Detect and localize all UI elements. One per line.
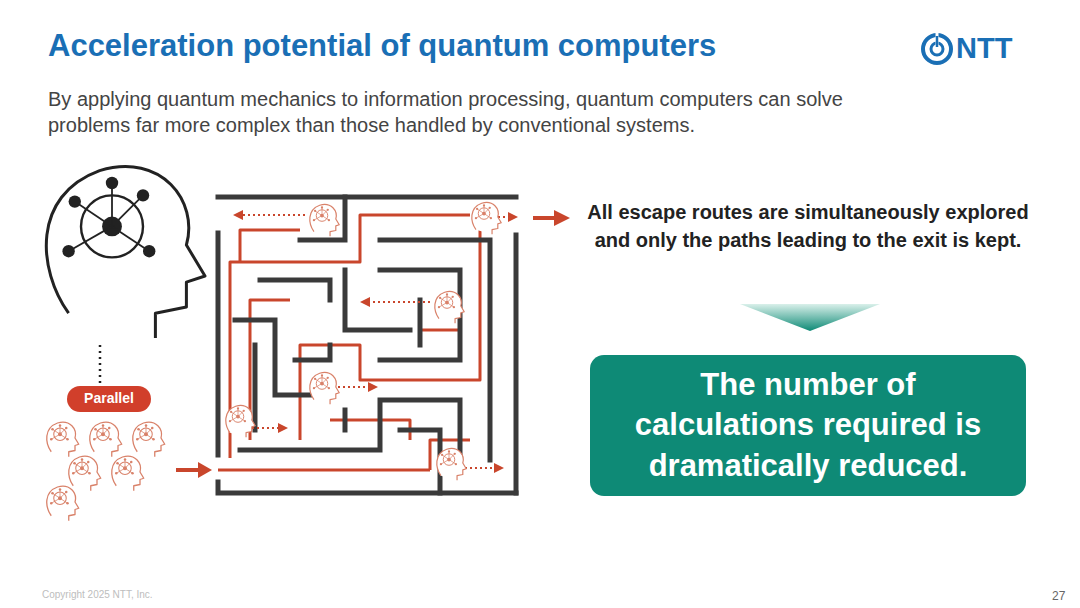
node-text: Parallel — [84, 391, 134, 406]
explorer-head-icon — [310, 204, 339, 236]
parallel-pill: Parallel — [67, 386, 151, 412]
dotted-arrow — [338, 386, 376, 388]
exit-arrow — [533, 216, 556, 220]
node-text: The number of calculations required is d… — [608, 365, 1008, 486]
parallel-head-icon — [47, 422, 79, 457]
result-box: The number of calculations required is d… — [590, 355, 1026, 496]
entry-arrowhead — [198, 462, 212, 478]
parallel-head-icon — [69, 456, 101, 491]
parallel-head-icon — [47, 486, 79, 521]
explorer-head-icon — [435, 291, 464, 323]
parallel-head-icon — [133, 422, 165, 457]
exit-arrowhead — [554, 210, 570, 226]
explorer-head-icon — [472, 202, 501, 234]
dotted-arrow — [498, 216, 516, 218]
subtitle: By applying quantum mechanics to informa… — [48, 86, 908, 138]
page-number: 27 — [1052, 589, 1065, 603]
dotted-arrow — [252, 427, 286, 429]
parallel-head-icon — [112, 456, 144, 491]
down-triangle — [740, 304, 880, 331]
slide-title: Acceleration potential of quantum comput… — [48, 28, 716, 64]
copyright: Copyright 2025 NTT, Inc. — [42, 589, 153, 601]
dotted-arrow — [235, 214, 305, 216]
explorer-head-icon — [437, 448, 466, 480]
parallel-head-icon — [90, 422, 122, 457]
logo-mark — [923, 33, 951, 63]
explorer-head-icon — [226, 405, 255, 437]
dotted-arrow — [465, 467, 502, 469]
maze-walls — [218, 197, 516, 493]
entry-arrow — [176, 468, 200, 472]
thinking-head-icon — [46, 167, 205, 338]
dotted-connector — [99, 345, 102, 384]
explorer-head-icon — [310, 372, 339, 404]
logo-text: NTT — [956, 31, 1012, 66]
dotted-arrow — [362, 301, 430, 303]
note-text: All escape routes are simultaneously exp… — [580, 198, 1036, 254]
